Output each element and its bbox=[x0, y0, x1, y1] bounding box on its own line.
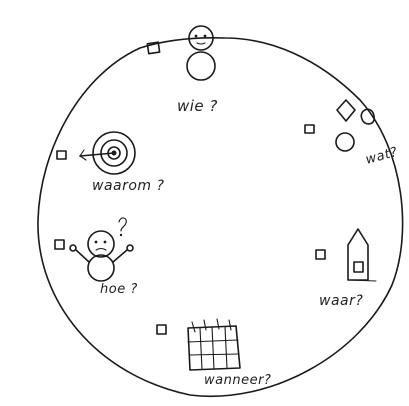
label-waarom: waarom ? bbox=[92, 178, 164, 194]
person-icon bbox=[187, 26, 215, 80]
target-icon bbox=[80, 132, 135, 174]
shapes-icon bbox=[336, 100, 374, 151]
checkbox-icon bbox=[57, 151, 66, 159]
checkbox-icon bbox=[316, 250, 325, 259]
label-wanneer: wanneer? bbox=[204, 373, 271, 388]
house-icon bbox=[348, 229, 376, 281]
checkbox-icon bbox=[157, 325, 166, 334]
confused-person-icon bbox=[70, 218, 133, 281]
calendar-icon bbox=[188, 319, 240, 370]
label-waar: waar? bbox=[319, 293, 363, 309]
outer-circle bbox=[38, 38, 403, 396]
checkbox-icon bbox=[55, 240, 64, 249]
label-wie: wie ? bbox=[177, 97, 218, 115]
checkbox-icon bbox=[305, 125, 314, 133]
label-hoe: hoe ? bbox=[100, 282, 138, 297]
